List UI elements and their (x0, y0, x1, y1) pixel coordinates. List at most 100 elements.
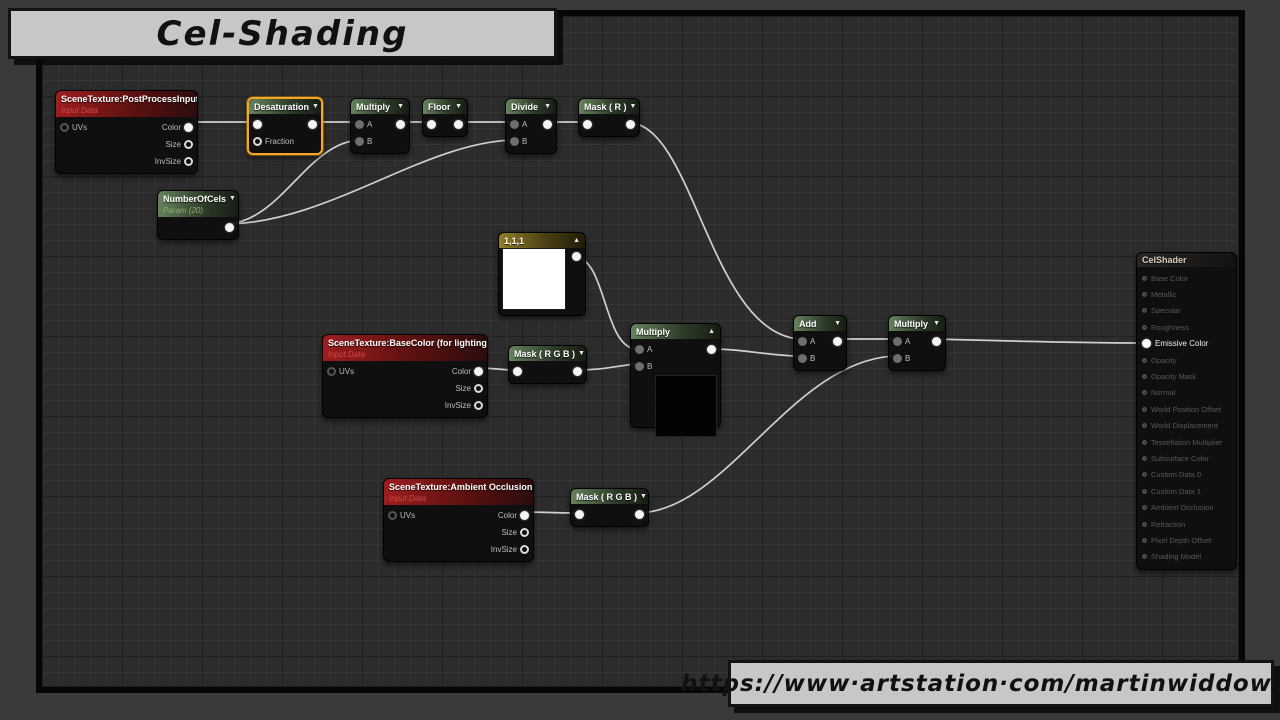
node-desaturation[interactable]: Desaturation▼ Fraction (247, 97, 323, 155)
pin-uvs-icon[interactable] (388, 511, 397, 520)
node-add[interactable]: Add▼ A B (793, 315, 847, 371)
pin-hollow-icon[interactable] (1142, 488, 1147, 494)
celshader-pin-world-displacement[interactable]: World Displacement (1137, 418, 1236, 434)
node-numberofcels[interactable]: NumberOfCels▼ Param (20) (157, 190, 239, 240)
wire-maskr-to-add[interactable] (631, 122, 801, 340)
chevron-down-icon[interactable]: ▼ (544, 103, 551, 110)
pin-input-icon[interactable] (427, 120, 436, 129)
celshader-pin-opacity-mask[interactable]: Opacity Mask (1137, 368, 1236, 384)
pin-a-icon[interactable] (893, 337, 902, 346)
node-multiply-2[interactable]: Multiply▼ A B (888, 315, 946, 371)
pin-output-icon[interactable] (396, 120, 405, 129)
pin-uvs-icon[interactable] (327, 367, 336, 376)
node-mask-r[interactable]: Mask ( R )▼ (578, 98, 640, 137)
celshader-pin-normal[interactable]: Normal (1137, 385, 1236, 401)
pin-invsize-icon[interactable] (520, 545, 529, 554)
pin-b-icon[interactable] (635, 362, 644, 371)
pin-output-icon[interactable] (308, 120, 317, 129)
node-constant-111[interactable]: 1,1,1▲ (498, 232, 586, 316)
chevron-down-icon[interactable]: ▼ (532, 483, 533, 490)
celshader-pin-base-color[interactable]: Base Color (1137, 270, 1236, 286)
pin-hollow-icon[interactable] (1142, 390, 1147, 396)
wire-numberofcels-to-divide[interactable] (227, 139, 515, 225)
celshader-pin-ambient-occlusion[interactable]: Ambient Occlusion (1137, 499, 1236, 515)
pin-size-icon[interactable] (520, 528, 529, 537)
pin-hollow-icon[interactable] (1142, 357, 1147, 363)
pin-output-icon[interactable] (454, 120, 463, 129)
node-mask-rgb-2[interactable]: Mask ( R G B )▼ (570, 488, 649, 527)
pin-a-icon[interactable] (635, 345, 644, 354)
pin-hollow-icon[interactable] (1142, 423, 1147, 429)
pin-hollow-icon[interactable] (1142, 521, 1147, 527)
artstation-url[interactable]: https://www·artstation·com/martinwiddows… (681, 670, 1280, 697)
node-scenetexture-ambient-occlusion[interactable]: SceneTexture:Ambient Occlusion▼ Input Da… (383, 478, 534, 562)
celshader-pin-specular[interactable]: Specular (1137, 303, 1236, 319)
celshader-pin-refraction[interactable]: Refraction (1137, 516, 1236, 532)
pin-output-icon[interactable] (572, 252, 581, 261)
celshader-pin-custom-data-1[interactable]: Custom Data 1 (1137, 483, 1236, 499)
chevron-down-icon[interactable]: ▼ (455, 103, 462, 110)
pin-hollow-icon[interactable] (1142, 472, 1147, 478)
celshader-pin-emissive-color[interactable]: Emissive Color (1137, 336, 1236, 352)
pin-output-icon[interactable] (932, 337, 941, 346)
pin-hollow-icon[interactable] (1142, 455, 1147, 461)
wire-multiply2-to-emissive[interactable] (933, 338, 1146, 344)
chevron-down-icon[interactable]: ▼ (312, 103, 319, 110)
pin-output-icon[interactable] (573, 367, 582, 376)
pin-uvs-icon[interactable] (60, 123, 69, 132)
pin-hollow-icon[interactable] (1142, 537, 1147, 543)
pin-output-icon[interactable] (543, 120, 552, 129)
chevron-down-icon[interactable]: ▼ (834, 320, 841, 327)
node-scenetexture-basecolor[interactable]: SceneTexture:BaseColor (for lighting)▼ I… (322, 334, 488, 418)
pin-input-icon[interactable] (513, 367, 522, 376)
pin-b-icon[interactable] (355, 137, 364, 146)
pin-fraction-icon[interactable] (253, 137, 262, 146)
pin-output-icon[interactable] (707, 345, 716, 354)
celshader-pin-custom-data-0[interactable]: Custom Data 0 (1137, 467, 1236, 483)
chevron-down-icon[interactable]: ▼ (397, 103, 404, 110)
pin-size-icon[interactable] (474, 384, 483, 393)
chevron-down-icon[interactable]: ▼ (578, 350, 585, 357)
wire-multiplypreview-to-add[interactable] (712, 348, 801, 357)
node-multiply-1[interactable]: Multiply▼ A B (350, 98, 410, 154)
pin-b-icon[interactable] (893, 354, 902, 363)
celshader-pin-world-position-offset[interactable]: World Position Offset (1137, 401, 1236, 417)
pin-hollow-icon[interactable] (1142, 554, 1147, 560)
pin-invsize-icon[interactable] (184, 157, 193, 166)
pin-output-icon[interactable] (833, 337, 842, 346)
chevron-up-icon[interactable]: ▲ (708, 328, 715, 335)
pin-invsize-icon[interactable] (474, 401, 483, 410)
pin-hollow-icon[interactable] (1142, 292, 1147, 298)
pin-size-icon[interactable] (184, 140, 193, 149)
pin-filled-icon[interactable] (1142, 339, 1151, 349)
celshader-pin-subsurface-color[interactable]: Subsurface Color (1137, 450, 1236, 466)
chevron-down-icon[interactable]: ▼ (640, 493, 647, 500)
pin-input-icon[interactable] (253, 120, 262, 129)
celshader-pin-pixel-depth-offset[interactable]: Pixel Depth Offset (1137, 532, 1236, 548)
pin-color-icon[interactable] (474, 367, 483, 376)
pin-a-icon[interactable] (510, 120, 519, 129)
pin-hollow-icon[interactable] (1142, 308, 1147, 314)
chevron-down-icon[interactable]: ▼ (229, 195, 236, 202)
node-divide[interactable]: Divide▼ A B (505, 98, 557, 154)
wire-maskrgb2-to-multiply2[interactable] (638, 355, 896, 514)
pin-hollow-icon[interactable] (1142, 505, 1147, 511)
pin-output-icon[interactable] (225, 223, 234, 232)
pin-hollow-icon[interactable] (1142, 275, 1147, 281)
pin-color-icon[interactable] (184, 123, 193, 132)
celshader-pin-opacity[interactable]: Opacity (1137, 352, 1236, 368)
celshader-pin-roughness[interactable]: Roughness (1137, 319, 1236, 335)
pin-hollow-icon[interactable] (1142, 439, 1147, 445)
pin-hollow-icon[interactable] (1142, 406, 1147, 412)
chevron-down-icon[interactable]: ▼ (629, 103, 637, 110)
pin-hollow-icon[interactable] (1142, 374, 1147, 380)
pin-hollow-icon[interactable] (1142, 324, 1147, 330)
pin-output-icon[interactable] (626, 120, 635, 129)
node-floor[interactable]: Floor▼ (422, 98, 468, 137)
pin-color-icon[interactable] (520, 511, 529, 520)
pin-a-icon[interactable] (355, 120, 364, 129)
node-mask-rgb-1[interactable]: Mask ( R G B )▼ (508, 345, 587, 384)
pin-input-icon[interactable] (575, 510, 584, 519)
pin-output-icon[interactable] (635, 510, 644, 519)
